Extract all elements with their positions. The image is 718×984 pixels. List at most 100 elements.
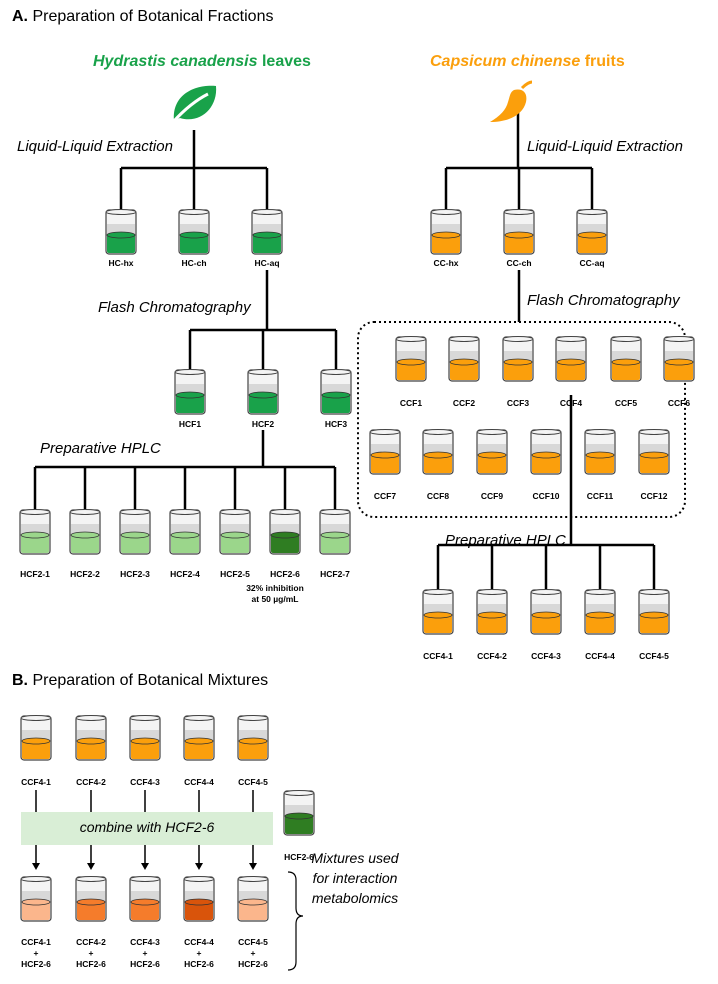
vial-label-hcf2: HCF2-3 — [120, 569, 150, 579]
vial-label-hcf2: HCF2-7 — [320, 569, 350, 579]
vial-ccf — [476, 429, 508, 475]
vial-ccf — [663, 336, 695, 382]
vial-label-ccf: CCF3 — [506, 398, 530, 408]
vial-label-ccf: CCF10 — [532, 491, 560, 501]
mixtures-note: Mixtures used for interaction metabolomi… — [305, 848, 405, 908]
vial-label-mixture: CCF4-2+HCF2-6 — [56, 937, 126, 970]
vial-label-hcf2: HCF2-5 — [220, 569, 250, 579]
capsicum-part: fruits — [580, 53, 625, 70]
arrow-head — [87, 863, 95, 870]
vial-ccf — [369, 429, 401, 475]
vial-label-mixture: CCF4-1+HCF2-6 — [1, 937, 71, 970]
vial-label-ccf: CCF12 — [640, 491, 668, 501]
mixture-label-line: CCF4-5 — [238, 937, 268, 947]
vial-label-mixture: CCF4-3+HCF2-6 — [110, 937, 180, 970]
combine-band — [21, 812, 273, 845]
hydrastis-title: Hydrastis canadensis leaves — [93, 53, 311, 71]
vial-label-cc-extract: CC-ch — [506, 258, 532, 268]
vial-mix-source — [183, 715, 215, 761]
vial-mix-source — [75, 715, 107, 761]
vial-label-mix-source: CCF4-3 — [130, 777, 160, 787]
mixture-label-line: CCF4-4 — [184, 937, 214, 947]
vial-label-cc-extract: CC-hx — [433, 258, 459, 268]
vial-hcf2 — [319, 509, 351, 555]
active-fraction-note: 32% inhibition at 50 µg/mL — [240, 583, 310, 605]
vial-cc-extract — [576, 209, 608, 255]
vial-hcf — [247, 369, 279, 415]
vial-mixture — [183, 876, 215, 922]
mixture-label-line: HCF2-6 — [130, 959, 160, 969]
hc-step-liquid-liquid-extraction: Liquid-Liquid Extraction — [17, 138, 173, 155]
vial-mixture — [129, 876, 161, 922]
vial-hc-extract — [178, 209, 210, 255]
vial-label-ccf4: CCF4-4 — [585, 651, 615, 661]
mixture-label-line: HCF2-6 — [184, 959, 214, 969]
vial-label-mix-source: CCF4-2 — [76, 777, 106, 787]
vial-mixture — [237, 876, 269, 922]
vial-label-mixture: CCF4-4+HCF2-6 — [164, 937, 234, 970]
vial-label-hcf: HCF1 — [178, 419, 202, 429]
vial-ccf — [530, 429, 562, 475]
vial-label-hcf: HCF3 — [324, 419, 348, 429]
vial-hcf2-6 — [283, 790, 315, 836]
leaf-icon — [171, 85, 217, 124]
vial-label-ccf: CCF11 — [586, 491, 614, 501]
vial-label-ccf: CCF7 — [373, 491, 397, 501]
mixtures-note-line: Mixtures used — [311, 850, 399, 866]
section-b-text: Preparation of Botanical Mixtures — [32, 672, 269, 689]
cc-step-preparative-hplc: Preparative HPLC — [445, 532, 566, 549]
vial-label-hcf2: HCF2-6 — [270, 569, 300, 579]
flash-fractions-box — [357, 321, 686, 518]
vial-ccf — [638, 429, 670, 475]
hydrastis-species: Hydrastis canadensis — [93, 53, 258, 70]
vial-label-hcf2-6: HCF2-6 — [284, 852, 314, 862]
vial-ccf — [584, 429, 616, 475]
hc-step-flash-chromatography: Flash Chromatography — [98, 299, 251, 316]
cc-step-liquid-liquid-extraction: Liquid-Liquid Extraction — [527, 138, 683, 155]
vial-hcf2 — [119, 509, 151, 555]
vial-label-ccf4: CCF4-5 — [639, 651, 669, 661]
hc-step-preparative-hplc: Preparative HPLC — [40, 440, 161, 457]
mixture-label-line: CCF4-2 — [76, 937, 106, 947]
vial-label-ccf: CCF9 — [480, 491, 504, 501]
vial-ccf4 — [638, 589, 670, 635]
vial-label-ccf: CCF4 — [559, 398, 583, 408]
vial-mixture — [20, 876, 52, 922]
vial-label-ccf: CCF5 — [614, 398, 638, 408]
mixture-label-line: HCF2-6 — [21, 959, 51, 969]
vial-hcf2-6-active — [269, 509, 301, 555]
vial-hcf2 — [219, 509, 251, 555]
vial-label-ccf4: CCF4-1 — [423, 651, 453, 661]
vial-ccf4 — [530, 589, 562, 635]
vial-hcf2 — [69, 509, 101, 555]
capsicum-title: Capsicum chinense fruits — [430, 53, 625, 71]
mixture-label-line: CCF4-3 — [130, 937, 160, 947]
vial-label-ccf4: CCF4-3 — [531, 651, 561, 661]
mixture-label-line: + — [33, 948, 39, 958]
vial-label-mix-source: CCF4-5 — [238, 777, 268, 787]
mixtures-bracket — [287, 871, 304, 971]
vial-cc-extract — [430, 209, 462, 255]
vial-ccf — [555, 336, 587, 382]
vial-ccf — [422, 429, 454, 475]
vial-hc-extract — [251, 209, 283, 255]
vial-label-ccf: CCF8 — [426, 491, 450, 501]
vial-label-hc-extract: HC-ch — [181, 258, 207, 268]
vial-label-mix-source: CCF4-4 — [184, 777, 214, 787]
capsicum-species: Capsicum chinense — [430, 53, 581, 70]
mixtures-note-line: metabolomics — [311, 890, 399, 906]
vial-mix-source — [237, 715, 269, 761]
vial-hcf2 — [19, 509, 51, 555]
mixture-label-line: + — [196, 948, 202, 958]
mixture-label-line: + — [142, 948, 148, 958]
mixtures-note-line: for interaction — [312, 870, 398, 886]
vial-label-hcf2: HCF2-4 — [170, 569, 200, 579]
vial-label-ccf4: CCF4-2 — [477, 651, 507, 661]
chili-pepper-icon — [490, 80, 533, 122]
vial-ccf — [395, 336, 427, 382]
section-b-title: B. Preparation of Botanical Mixtures — [12, 672, 268, 690]
mixture-label-line: HCF2-6 — [76, 959, 106, 969]
vial-label-hcf2: HCF2-1 — [20, 569, 50, 579]
vial-label-ccf: CCF1 — [399, 398, 423, 408]
vial-label-mixture: CCF4-5+HCF2-6 — [218, 937, 288, 970]
